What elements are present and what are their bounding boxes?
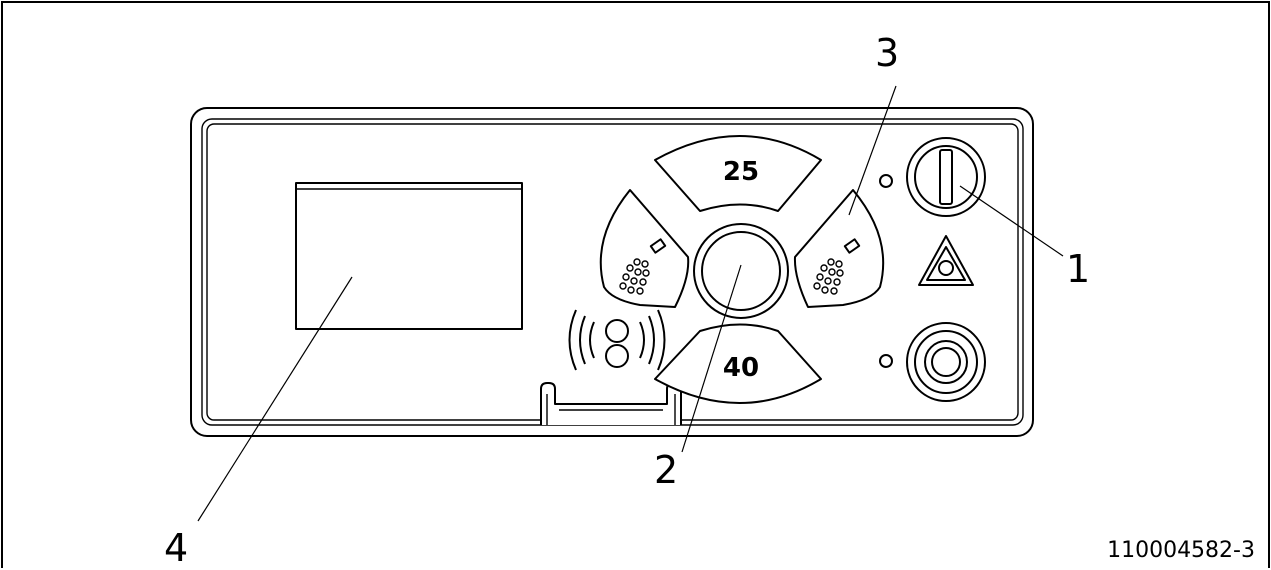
status-led-bottom	[879, 354, 893, 368]
warning-triangle-icon	[918, 235, 974, 286]
power-switch-icon[interactable]	[906, 137, 986, 217]
center-button[interactable]	[693, 223, 789, 319]
figure-id: 110004582-3	[1107, 538, 1255, 563]
wireless-signal-icon	[568, 309, 666, 371]
spray-button-right[interactable]	[793, 189, 885, 308]
callout-4: 4	[164, 526, 188, 570]
spray-button-left[interactable]	[599, 189, 690, 308]
button-40-label: 40	[723, 353, 759, 383]
callout-3: 3	[875, 31, 899, 75]
spray-nozzle-icon	[813, 238, 861, 295]
ring-button-icon[interactable]	[906, 322, 986, 402]
button-25[interactable]: 25	[654, 135, 822, 212]
display-screen	[295, 182, 523, 330]
callout-1: 1	[1066, 247, 1090, 291]
leader-line-1	[959, 185, 1064, 257]
callout-2: 2	[654, 448, 678, 492]
leader-line-4	[197, 276, 353, 522]
spray-nozzle-icon	[619, 238, 667, 295]
leader-line-2	[681, 264, 742, 453]
control-panel	[190, 107, 1034, 437]
status-led-top	[879, 174, 893, 188]
button-40[interactable]: 40	[654, 323, 822, 404]
leader-line-3	[848, 85, 897, 216]
button-25-label: 25	[723, 157, 759, 187]
